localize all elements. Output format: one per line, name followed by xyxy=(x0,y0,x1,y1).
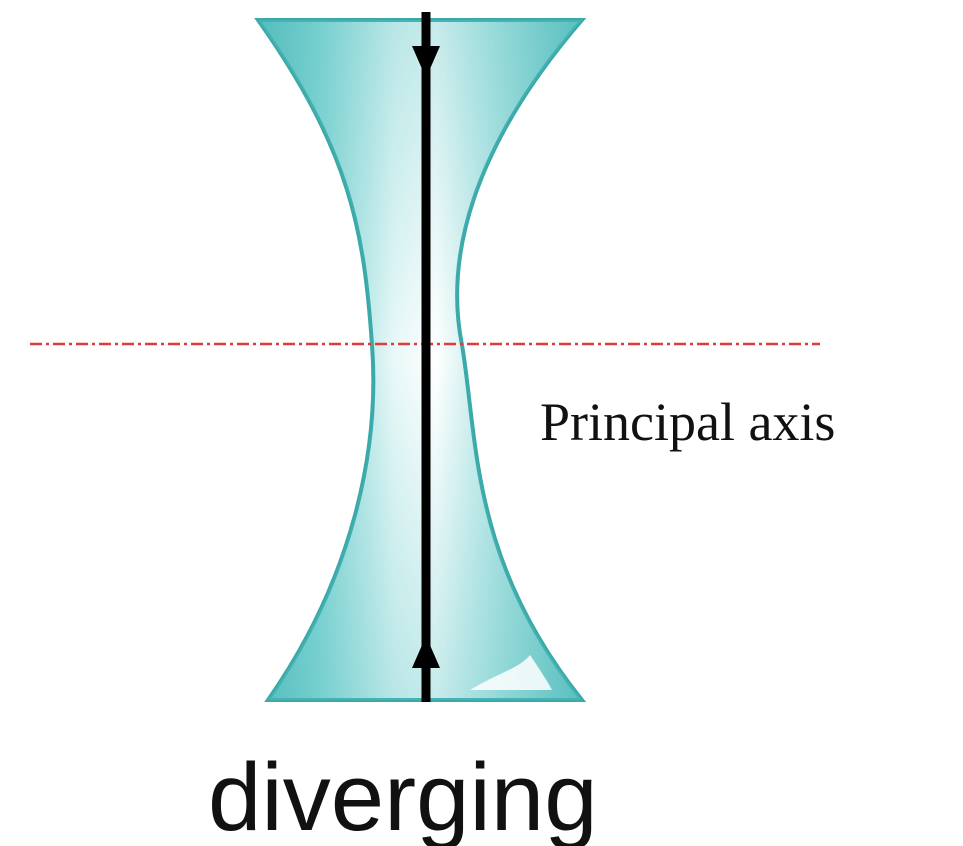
lens-highlight xyxy=(470,655,552,690)
bottom-arrowhead-icon xyxy=(412,636,440,668)
lens-shading xyxy=(258,20,582,700)
top-arrowhead-icon xyxy=(412,46,440,78)
lens-type-label: diverging xyxy=(208,744,598,846)
principal-axis-label: Principal axis xyxy=(540,392,835,452)
